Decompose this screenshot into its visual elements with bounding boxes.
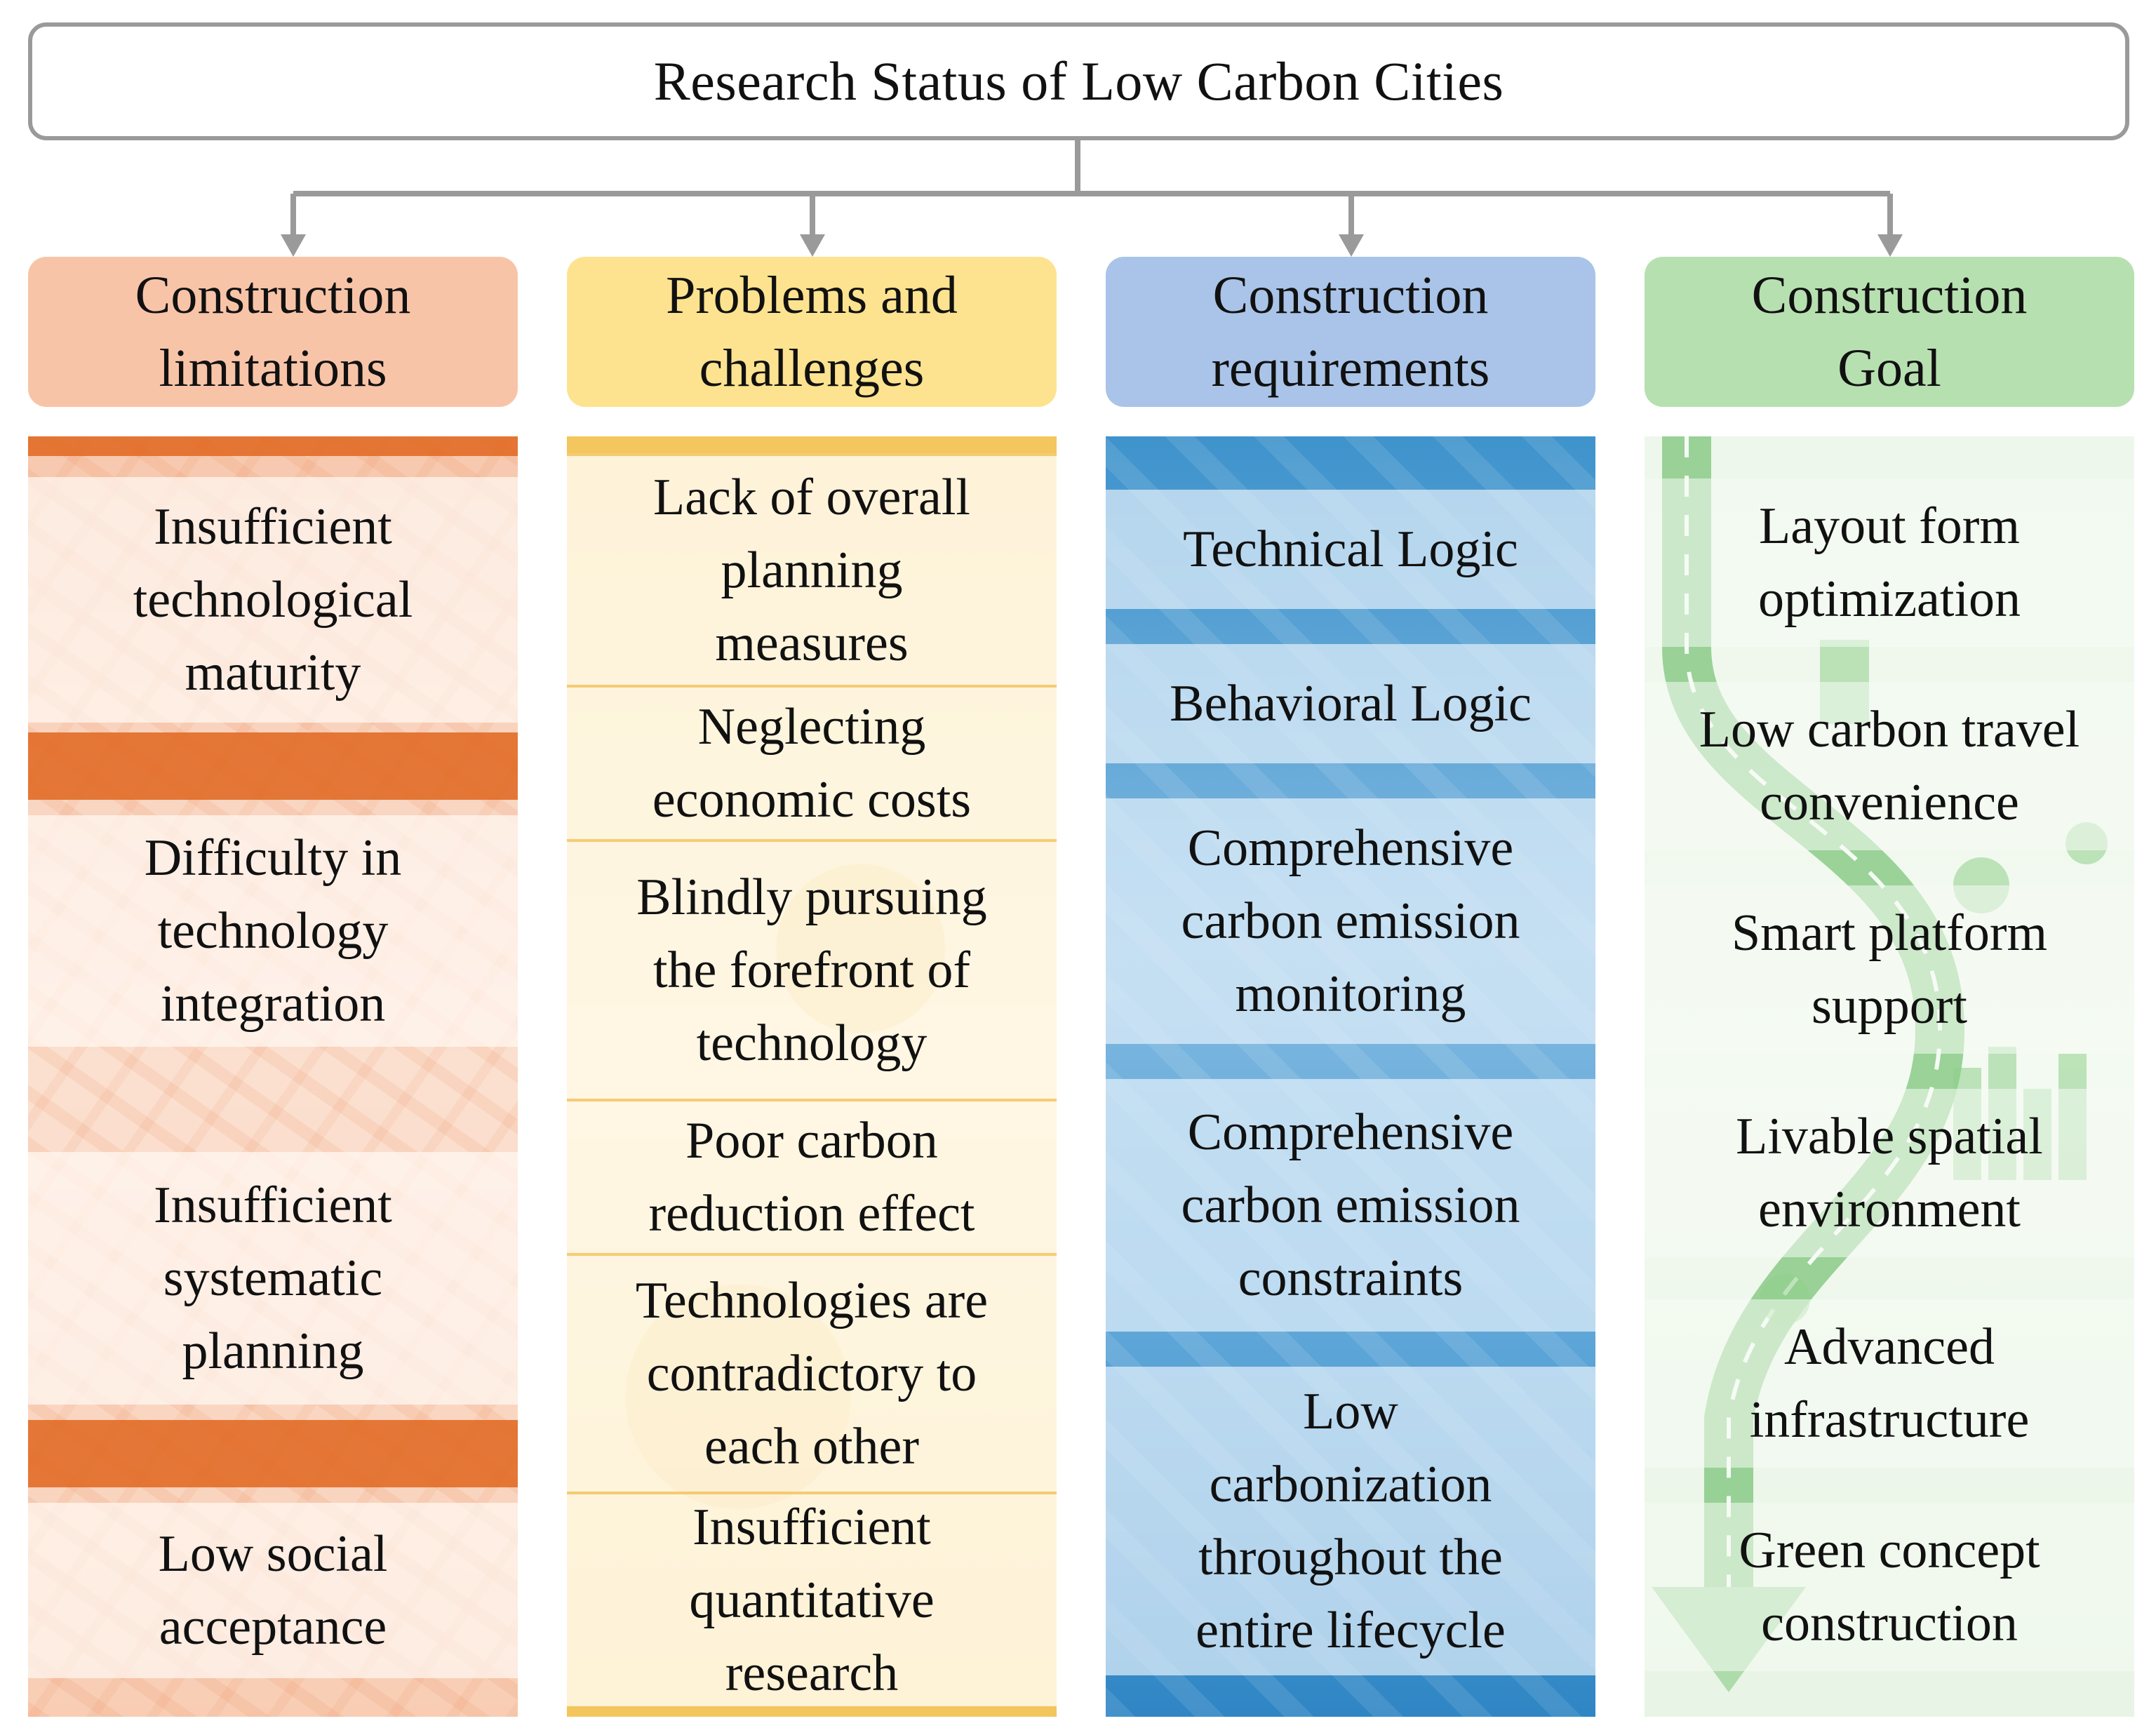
column-header-label: Construction requirements bbox=[1211, 266, 1490, 398]
list-item: Low social acceptance bbox=[28, 1503, 518, 1678]
list-item: Lack of overall planning measures bbox=[567, 453, 1057, 685]
column-header-problems: Problems and challenges bbox=[567, 257, 1057, 407]
list-item: Poor carbon reduction effect bbox=[567, 1099, 1057, 1253]
arrow-head-col4 bbox=[1877, 234, 1903, 257]
list-item: Difficulty in technology integration bbox=[28, 815, 518, 1047]
list-item: Insufficient technological maturity bbox=[28, 477, 518, 723]
list-item: Comprehensive carbon emission monitoring bbox=[1106, 798, 1595, 1044]
column-header-label: Construction limitations bbox=[135, 266, 411, 398]
divider-band bbox=[28, 436, 518, 456]
list-item: Green concept construction bbox=[1645, 1503, 2134, 1671]
list-item: Layout form optimization bbox=[1645, 478, 2134, 647]
item-text: Smart platform support bbox=[1731, 904, 2048, 1035]
column-header-goal: Construction Goal bbox=[1645, 257, 2134, 407]
arrow-head-col2 bbox=[800, 234, 825, 257]
list-item: Advanced infrastructure bbox=[1645, 1299, 2134, 1468]
item-text: Difficulty in technology integration bbox=[144, 829, 402, 1033]
item-text: Technical Logic bbox=[1183, 521, 1518, 578]
item-text: Green concept construction bbox=[1739, 1522, 2040, 1652]
item-text: Insufficient systematic planning bbox=[154, 1177, 392, 1380]
item-text: Comprehensive carbon emission constraint… bbox=[1181, 1104, 1520, 1307]
arrow-head-col1 bbox=[281, 234, 306, 257]
item-text: Low carbonization throughout the entire … bbox=[1196, 1383, 1506, 1659]
arrow-head-col3 bbox=[1339, 234, 1364, 257]
list-item: Smart platform support bbox=[1645, 885, 2134, 1054]
item-text: Poor carbon reduction effect bbox=[648, 1112, 975, 1242]
column-body-requirements: Technical Logic Behavioral Logic Compreh… bbox=[1106, 436, 1595, 1717]
list-item: Comprehensive carbon emission constraint… bbox=[1106, 1079, 1595, 1332]
divider-band bbox=[28, 1420, 518, 1487]
column-header-label: Problems and challenges bbox=[666, 266, 958, 398]
item-text: Insufficient quantitative research bbox=[689, 1499, 935, 1702]
item-text: Lack of overall planning measures bbox=[653, 469, 970, 672]
list-item: Behavioral Logic bbox=[1106, 644, 1595, 763]
item-text: Comprehensive carbon emission monitoring bbox=[1181, 819, 1520, 1023]
divider-band bbox=[567, 436, 1057, 453]
item-text: Technologies are contradictory to each o… bbox=[635, 1272, 989, 1475]
item-text: Insufficient technological maturity bbox=[133, 498, 413, 702]
item-text: Layout form optimization bbox=[1757, 497, 2021, 628]
diagram-title: Research Status of Low Carbon Cities bbox=[653, 51, 1504, 112]
list-item: Technical Logic bbox=[1106, 490, 1595, 609]
column-body-problems: Lack of overall planning measures Neglec… bbox=[567, 436, 1057, 1717]
column-header-requirements: Construction requirements bbox=[1106, 257, 1595, 407]
list-item: Blindly pursuing the forefront of techno… bbox=[567, 839, 1057, 1099]
column-body-limitations: Insufficient technological maturity Diff… bbox=[28, 436, 518, 1717]
list-item: Insufficient systematic planning bbox=[28, 1152, 518, 1405]
column-header-label: Construction Goal bbox=[1751, 266, 2028, 398]
diagram-title-box: Research Status of Low Carbon Cities bbox=[28, 22, 2129, 140]
item-text: Livable spatial environment bbox=[1736, 1108, 2043, 1238]
list-item: Neglecting economic costs bbox=[567, 685, 1057, 839]
column-body-goal: Layout form optimization Low carbon trav… bbox=[1645, 436, 2134, 1717]
item-text: Low social acceptance bbox=[158, 1525, 388, 1656]
list-item: Livable spatial environment bbox=[1645, 1089, 2134, 1257]
item-text: Advanced infrastructure bbox=[1749, 1318, 2030, 1449]
item-text: Neglecting economic costs bbox=[652, 698, 972, 829]
column-header-limitations: Construction limitations bbox=[28, 257, 518, 407]
divider-band bbox=[567, 1706, 1057, 1717]
item-text: Low carbon travel convenience bbox=[1699, 701, 2080, 831]
list-item: Technologies are contradictory to each o… bbox=[567, 1253, 1057, 1492]
list-item: Insufficient quantitative research bbox=[567, 1492, 1057, 1706]
item-text: Behavioral Logic bbox=[1170, 675, 1532, 732]
item-text: Blindly pursuing the forefront of techno… bbox=[636, 869, 987, 1072]
list-item: Low carbon travel convenience bbox=[1645, 682, 2134, 850]
divider-band bbox=[28, 732, 518, 800]
list-item: Low carbonization throughout the entire … bbox=[1106, 1367, 1595, 1675]
